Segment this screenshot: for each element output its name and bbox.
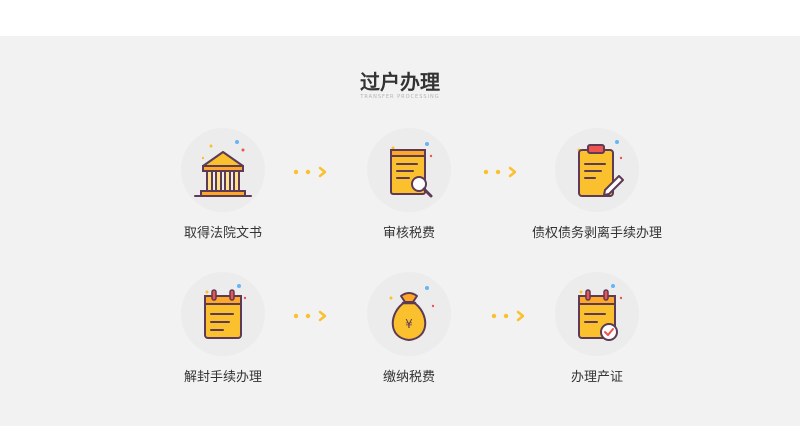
dots-arrow-icon — [293, 310, 327, 322]
content-panel — [0, 36, 800, 426]
step-label: 审核税费 — [382, 226, 435, 241]
notebook-icon — [181, 272, 265, 356]
page-title: 过户办理 — [360, 70, 440, 94]
clipboard-pencil-icon — [555, 128, 639, 212]
step-obtain-court-documents: 取得法院文书 — [133, 128, 313, 241]
svg-text:¥: ¥ — [405, 317, 413, 331]
money-bag-icon: ¥ — [367, 272, 451, 356]
step-debt-separation-procedures: 债权债务剥离手续办理 — [507, 128, 687, 241]
document-magnifier-icon — [367, 128, 451, 212]
step-unsealing-procedures: 解封手续办理 — [133, 272, 313, 385]
courthouse-icon — [181, 128, 265, 212]
notebook-check-icon — [555, 272, 639, 356]
step-label: 缴纳税费 — [382, 370, 435, 385]
step-label: 取得法院文书 — [183, 226, 262, 241]
dots-arrow-icon — [293, 166, 327, 178]
step-obtain-property-certificate: 办理产证 — [507, 272, 687, 385]
step-label: 解封手续办理 — [183, 370, 262, 385]
step-label: 债权债务剥离手续办理 — [531, 226, 662, 241]
dots-arrow-icon — [491, 310, 525, 322]
step-pay-taxes: ¥ 缴纳税费 — [319, 272, 499, 385]
dots-arrow-icon — [483, 166, 517, 178]
page-subtitle: TRANSFER PROCESSING — [360, 94, 440, 100]
step-label: 办理产证 — [570, 370, 623, 385]
step-review-taxes: 审核税费 — [319, 128, 499, 241]
